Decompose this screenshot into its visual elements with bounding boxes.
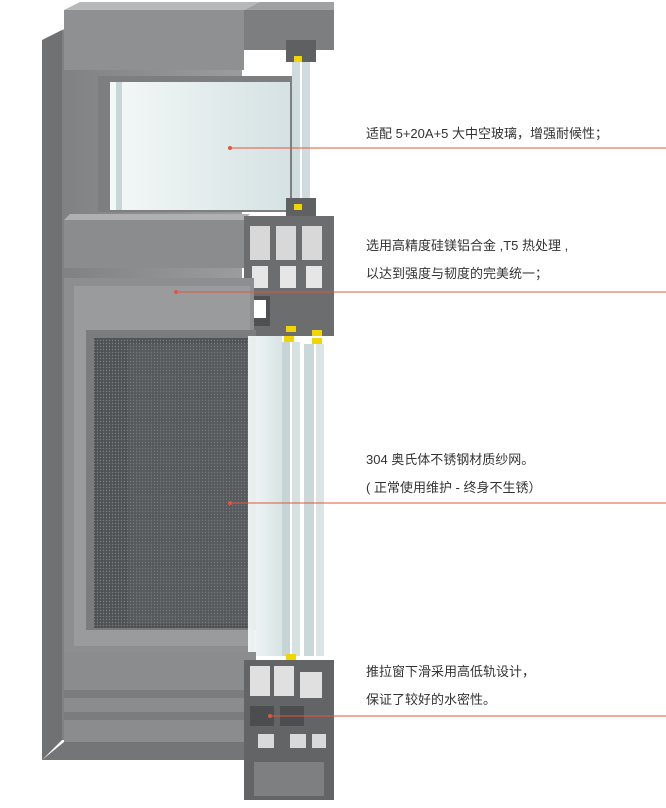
stainless-steel-screen-mesh	[94, 338, 254, 628]
callout-track-line-1: 推拉窗下滑采用高低轨设计，	[366, 664, 536, 679]
callout-lines	[174, 146, 666, 718]
callout-dot-icon	[228, 146, 232, 150]
upper-glass-panel	[98, 40, 316, 220]
callout-dot-icon	[268, 714, 272, 718]
callout-glass: 适配 5+20A+5 大中空玻璃，增强耐候性；	[366, 120, 608, 148]
callout-screen: 304 奥氏体不锈钢材质纱网。 ( 正常使用维护 - 终身不生锈）	[366, 446, 542, 502]
callout-track: 推拉窗下滑采用高低轨设计， 保证了较好的水密性。	[366, 658, 535, 714]
callout-alloy: 选用高精度硅镁铝合金 ,T5 热处理 , 以达到强度与韧度的完美统一；	[366, 232, 568, 288]
callout-screen-line-2: ( 正常使用维护 - 终身不生锈）	[366, 480, 542, 495]
gasket-icon	[284, 336, 294, 342]
callout-glass-line-1: 适配 5+20A+5 大中空玻璃，增强耐候性；	[366, 126, 608, 141]
callout-dot-icon	[228, 501, 232, 505]
callout-track-line-2: 保证了较好的水密性。	[366, 692, 497, 707]
sliding-glass-panes	[248, 336, 324, 666]
bottom-rail-profile	[42, 652, 334, 800]
callout-screen-line-1: 304 奥氏体不锈钢材质纱网。	[366, 452, 535, 467]
callout-dot-icon	[174, 290, 178, 294]
callout-alloy-line-1: 选用高精度硅镁铝合金 ,T5 热处理 ,	[366, 238, 569, 253]
gasket-icon	[294, 204, 302, 210]
gasket-icon	[286, 654, 296, 660]
callout-alloy-line-2: 以达到强度与韧度的完美统一；	[366, 266, 549, 281]
gasket-icon	[312, 338, 322, 344]
gasket-icon	[286, 326, 296, 332]
middle-transom-profile	[64, 214, 334, 336]
gasket-icon	[294, 56, 302, 62]
gasket-icon	[312, 330, 322, 336]
